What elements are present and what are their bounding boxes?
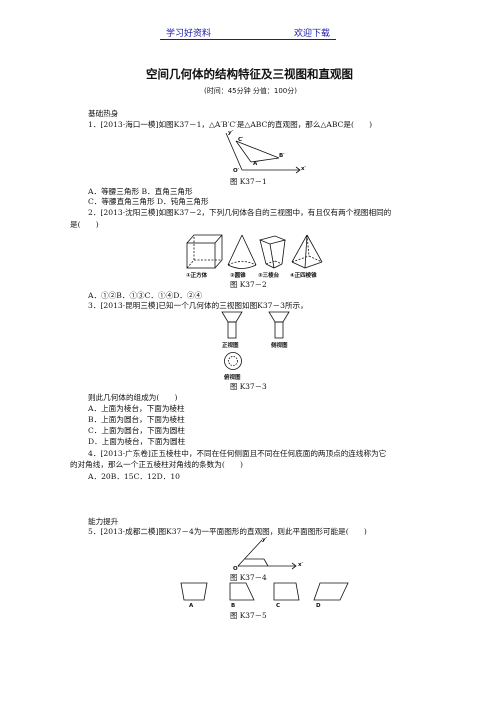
q3-option-c: C．上面为圆台，下面为圆柱 <box>88 426 185 435</box>
q1-options-line1: A．等腰三角形 B．直角三角形 <box>88 187 193 196</box>
fig3-label-side: 侧视图 <box>271 343 288 349</box>
fig5-caption: 图 K37－5 <box>230 611 267 620</box>
q1-options-line2: C．等腰直角三角形 D．钝角三角形 <box>88 197 209 206</box>
fig3-label-top: 俯视图 <box>224 375 241 381</box>
section-heading-basic: 基础热身 <box>88 109 119 118</box>
fig2-label-pyramid: ④正四棱锥 <box>290 273 317 279</box>
question-3: 3．[2013·昆明三模]已知一个几何体的三视图如图K37－3所示， <box>88 301 308 310</box>
q3-option-b: B．上面为圆台，下面为棱柱 <box>88 415 185 424</box>
q5-option-d: D <box>316 603 321 609</box>
q4-options: A．20B．15C．12D．10 <box>88 472 180 481</box>
fig4-caption: 图 K37－4 <box>230 573 267 582</box>
q3-option-a: A．上面为棱台，下面为棱柱 <box>88 404 185 413</box>
page-subtitle: (时间：45分钟 分值：100分) <box>204 87 297 95</box>
fig2-label-frustum: ③三棱台 <box>258 273 280 279</box>
q3-option-d: D．上面为棱台，下面为圆柱 <box>88 437 186 446</box>
header-rule <box>160 39 336 40</box>
question-2-cont: 是( ) <box>70 220 99 229</box>
fig3-caption: 图 K37－3 <box>230 382 267 391</box>
question-5: 5．[2013·成都二模]图K37－4为一平面图形的直观图，则此平面图形可能是(… <box>88 527 367 536</box>
section-heading-advanced: 能力提升 <box>88 517 119 526</box>
fig2-caption: 图 K37－2 <box>230 280 267 289</box>
q2-options: A．①②B．①③C．①④D．②④ <box>88 291 203 300</box>
fig4-label-y: y′ <box>262 537 268 543</box>
header-left: 学习好资料 <box>166 29 212 39</box>
q5-option-a: A <box>189 603 194 609</box>
q3-stem: 则此几何体的组成为( ) <box>88 393 178 402</box>
fig2-label-cube: ①正方体 <box>186 273 208 279</box>
fig1-label-x: x′ <box>301 166 306 172</box>
question-1: 1．[2013·海口一模]如图K37－1，△A′B′C′是△ABC的直观图，那么… <box>88 120 373 129</box>
question-4-cont: 的对角线，那么一个正五棱柱对角线的条数为( ) <box>70 460 243 469</box>
fig1-caption: 图 K37－1 <box>230 177 267 186</box>
question-2: 2．[2013·沈阳三模]如图K37－2，下列几何体各自的三视图中，有且仅有两个… <box>88 208 392 217</box>
fig1-label-c: C′ <box>238 137 244 143</box>
page-title: 空间几何体的结构特征及三视图和直观图 <box>146 67 353 81</box>
fig1-label-y: y′ <box>228 130 234 136</box>
fig2-label-cone: ②圆锥 <box>230 273 246 279</box>
fig1-label-a: A′ <box>253 161 259 167</box>
fig4-label-x: x′ <box>298 562 303 568</box>
fig4-label-o: O′ <box>233 566 240 572</box>
q5-option-b: B <box>231 603 236 609</box>
fig3-label-front: 正视图 <box>222 343 239 349</box>
question-4: 4．[2013·广东卷]正五棱柱中，不同在任何侧面且不同在任何底面的两顶点的连线… <box>88 449 387 458</box>
fig1-label-b: B′ <box>279 153 285 159</box>
header-right: 欢迎下载 <box>294 29 331 39</box>
q5-option-c: C <box>276 603 281 609</box>
fig1-label-o: O′ <box>233 168 240 174</box>
